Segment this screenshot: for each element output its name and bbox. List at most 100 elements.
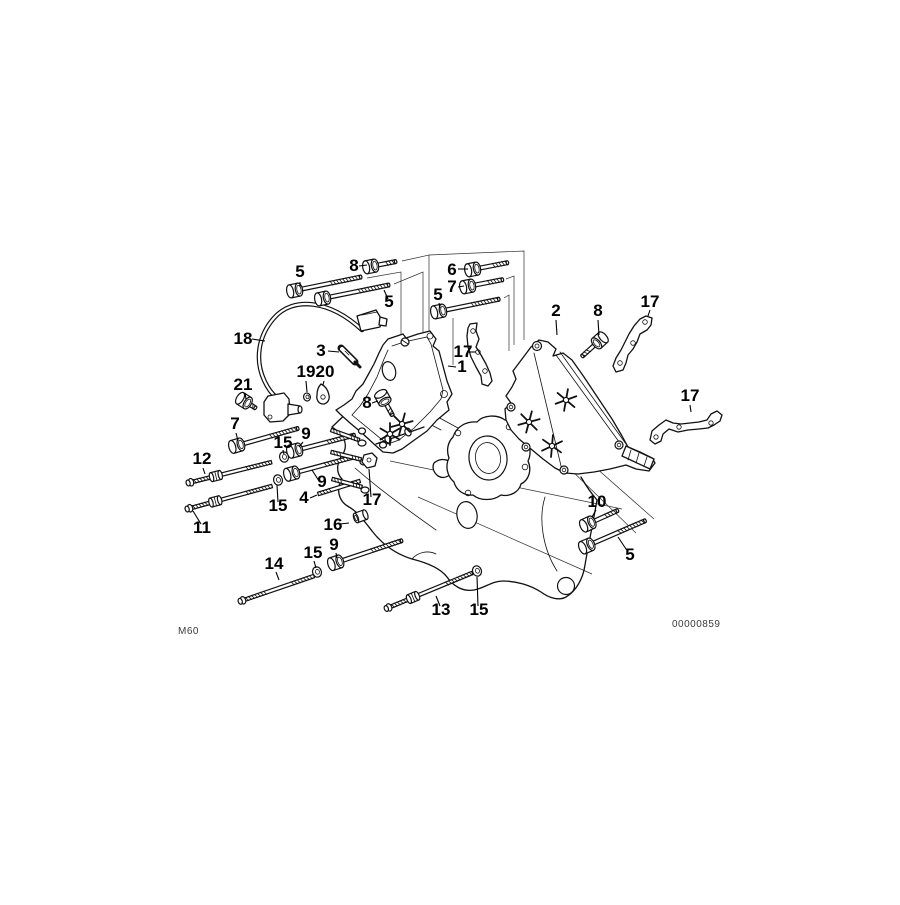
callout-leader-17 — [368, 468, 372, 498]
sprocket-star-1 — [554, 388, 578, 412]
sensor-bolt-3-tip — [353, 360, 362, 369]
bolt-8-cover-right — [580, 331, 609, 359]
callout-leader-9 — [298, 441, 304, 448]
bolt-7-left — [227, 426, 300, 454]
crankshaft-seal-flange — [446, 415, 531, 501]
callout-leader-17 — [647, 309, 651, 317]
plug-pin — [378, 316, 388, 327]
bolt-8-on-cover — [374, 388, 395, 417]
sprocket-star-5 — [379, 422, 401, 446]
sprocket-star-4 — [390, 412, 414, 436]
sprocket-star-2 — [517, 410, 541, 434]
washer-15-d — [471, 565, 483, 577]
cover1-hole — [426, 332, 434, 340]
cover2-bolt-hole — [561, 467, 567, 473]
callout-leader-5 — [438, 302, 441, 309]
gasket-hole — [630, 340, 636, 346]
stud-in-block-1 — [329, 427, 361, 443]
tensioner-rod — [375, 426, 425, 445]
rail-hatch — [627, 449, 632, 461]
callout-15-22: 15 — [269, 496, 288, 515]
callout-8-12: 8 — [362, 393, 371, 412]
callout-21-10: 21 — [234, 375, 253, 394]
callout-10-33: 10 — [588, 492, 607, 511]
callout-leader-17 — [689, 404, 692, 413]
bolt-5-lower-right — [577, 518, 647, 555]
engine-code-label: M60 — [178, 626, 199, 637]
callout-9-23: 9 — [317, 472, 326, 491]
bolt-5-front-upper — [285, 274, 363, 299]
sensor-bolt-3-band — [344, 350, 350, 356]
gasket-hole — [642, 319, 648, 325]
callout-leader-5 — [617, 536, 629, 553]
gasket-hole — [470, 328, 476, 334]
gasket-hole — [708, 420, 714, 426]
bracket-line — [505, 275, 515, 345]
stud-ear — [357, 439, 367, 447]
cover2-bolt-hole — [534, 343, 540, 349]
clip-hole — [366, 457, 372, 463]
callout-9-29: 9 — [329, 535, 338, 554]
callout-leader-8 — [358, 264, 368, 267]
block-foot-curve — [411, 551, 437, 560]
callout-18-6: 18 — [234, 329, 253, 348]
callout-leader-15 — [282, 449, 285, 455]
crank-seal-inner — [475, 442, 501, 474]
callout-leader-15 — [276, 484, 279, 503]
cover2-bolt-hole — [523, 444, 529, 450]
callout-leader-11 — [192, 510, 202, 525]
cover2-bolt-ear — [521, 442, 531, 452]
callout-leader-20 — [322, 380, 325, 386]
engine-block — [331, 403, 601, 600]
callout-11-26: 11 — [193, 518, 211, 537]
sensor-hole — [267, 414, 273, 420]
stud-13 — [383, 570, 474, 613]
callout-leader-19 — [305, 380, 308, 393]
stud-in-block-3 — [330, 476, 363, 490]
callout-12-19: 12 — [193, 449, 212, 468]
callout-8-16: 8 — [593, 301, 602, 320]
stud-ear — [360, 486, 370, 494]
rail-hatch — [635, 452, 640, 464]
callout-5-34: 5 — [625, 545, 634, 564]
bolt-8-top — [361, 258, 398, 275]
callout-leader-5 — [383, 289, 389, 300]
bolt-21 — [234, 391, 258, 411]
washer-19 — [302, 392, 312, 402]
bolt-9-row1 — [285, 432, 356, 459]
callout-leader-7 — [235, 432, 239, 442]
rail-hatch — [643, 456, 648, 467]
callout-leader-3 — [327, 350, 340, 353]
washer-15-a — [278, 451, 290, 463]
bolt-5-front-lower — [313, 282, 391, 307]
callout-15-21: 15 — [274, 433, 293, 452]
bolt-7-right — [458, 277, 505, 295]
callout-leader-7 — [457, 285, 465, 288]
gasket-hole — [653, 434, 659, 440]
callout-leader-14 — [275, 571, 280, 581]
callout-8-1: 8 — [349, 256, 358, 275]
leader-layer — [192, 264, 692, 607]
callout-14-30: 14 — [265, 554, 284, 573]
callout-15-32: 15 — [470, 600, 489, 619]
callout-4-24: 4 — [299, 488, 309, 507]
timing-cover-lower-right — [504, 339, 656, 475]
cover1-lug — [357, 427, 367, 435]
callout-2-15: 2 — [551, 301, 560, 320]
block-arc-right — [541, 496, 558, 572]
block-lower-bore — [456, 501, 478, 529]
timing-cover-upper-left — [335, 330, 453, 454]
callout-13-31: 13 — [432, 600, 451, 619]
callout-17-13: 17 — [454, 342, 473, 361]
stud-11 — [184, 483, 274, 513]
bolt-5-right — [429, 296, 501, 320]
cover2-bolt-ear — [531, 340, 543, 352]
bracket-line — [393, 271, 424, 336]
callout-leader-2 — [555, 319, 558, 336]
callout-20-9: 20 — [316, 362, 335, 381]
flange-lobe — [464, 489, 472, 497]
bracket-line — [366, 271, 402, 334]
fastener-layer — [184, 258, 647, 613]
bolt-6 — [463, 260, 510, 278]
